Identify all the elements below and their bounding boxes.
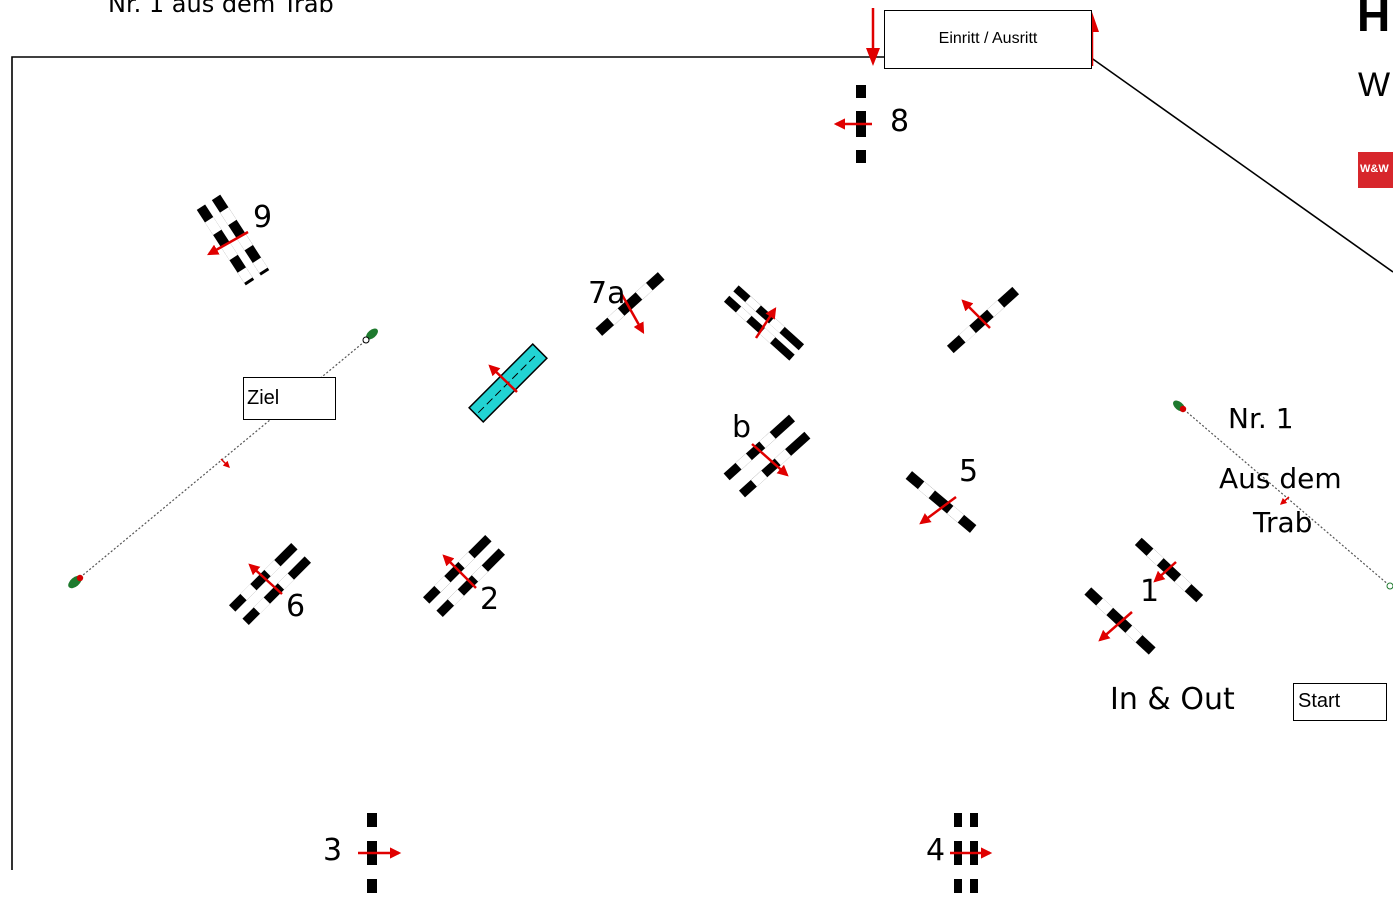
fence-label-8: 8 [890,104,910,139]
trab-label: Trab [1253,506,1313,539]
brand-badge-text: W&W [1360,163,1389,175]
fence-label-6: 6 [286,589,306,624]
start-label: Start [1298,690,1341,712]
in-out-label: In & Out [1110,682,1235,717]
arena-border [11,56,1393,870]
finish-box: Ziel [243,377,336,420]
brand-badge-icon [1358,152,1393,188]
fences [196,85,1204,893]
start-line [1173,400,1393,590]
finish-line [68,328,378,589]
fence-5 [905,471,977,533]
brand-letter: H [1357,0,1391,41]
start-box: Start [1293,683,1387,721]
fence-label-4: 4 [926,833,946,868]
fence-label-5: 5 [959,454,979,489]
page-title: Nr. 1 aus dem Trab [108,0,334,18]
fence-label-7b: b [732,410,752,445]
fence-label-7a: 7a [588,276,626,311]
fence-label-3: 3 [323,833,343,868]
fence-label-2: 2 [480,582,500,617]
entry-exit-box: Einritt / Ausritt [884,10,1092,69]
fence-label-9: 9 [253,200,273,235]
fence-unnumbered-oxer [723,285,805,361]
brand-subtitle: W [1358,66,1391,104]
finish-label: Ziel [247,387,280,409]
entry-exit-label: Einritt / Ausritt [938,30,1038,47]
fence-label-1: 1 [1140,574,1160,609]
nr1-label: Nr. 1 [1228,402,1294,435]
aus-dem-label: Aus dem [1219,462,1342,495]
fence-7a [595,272,665,336]
